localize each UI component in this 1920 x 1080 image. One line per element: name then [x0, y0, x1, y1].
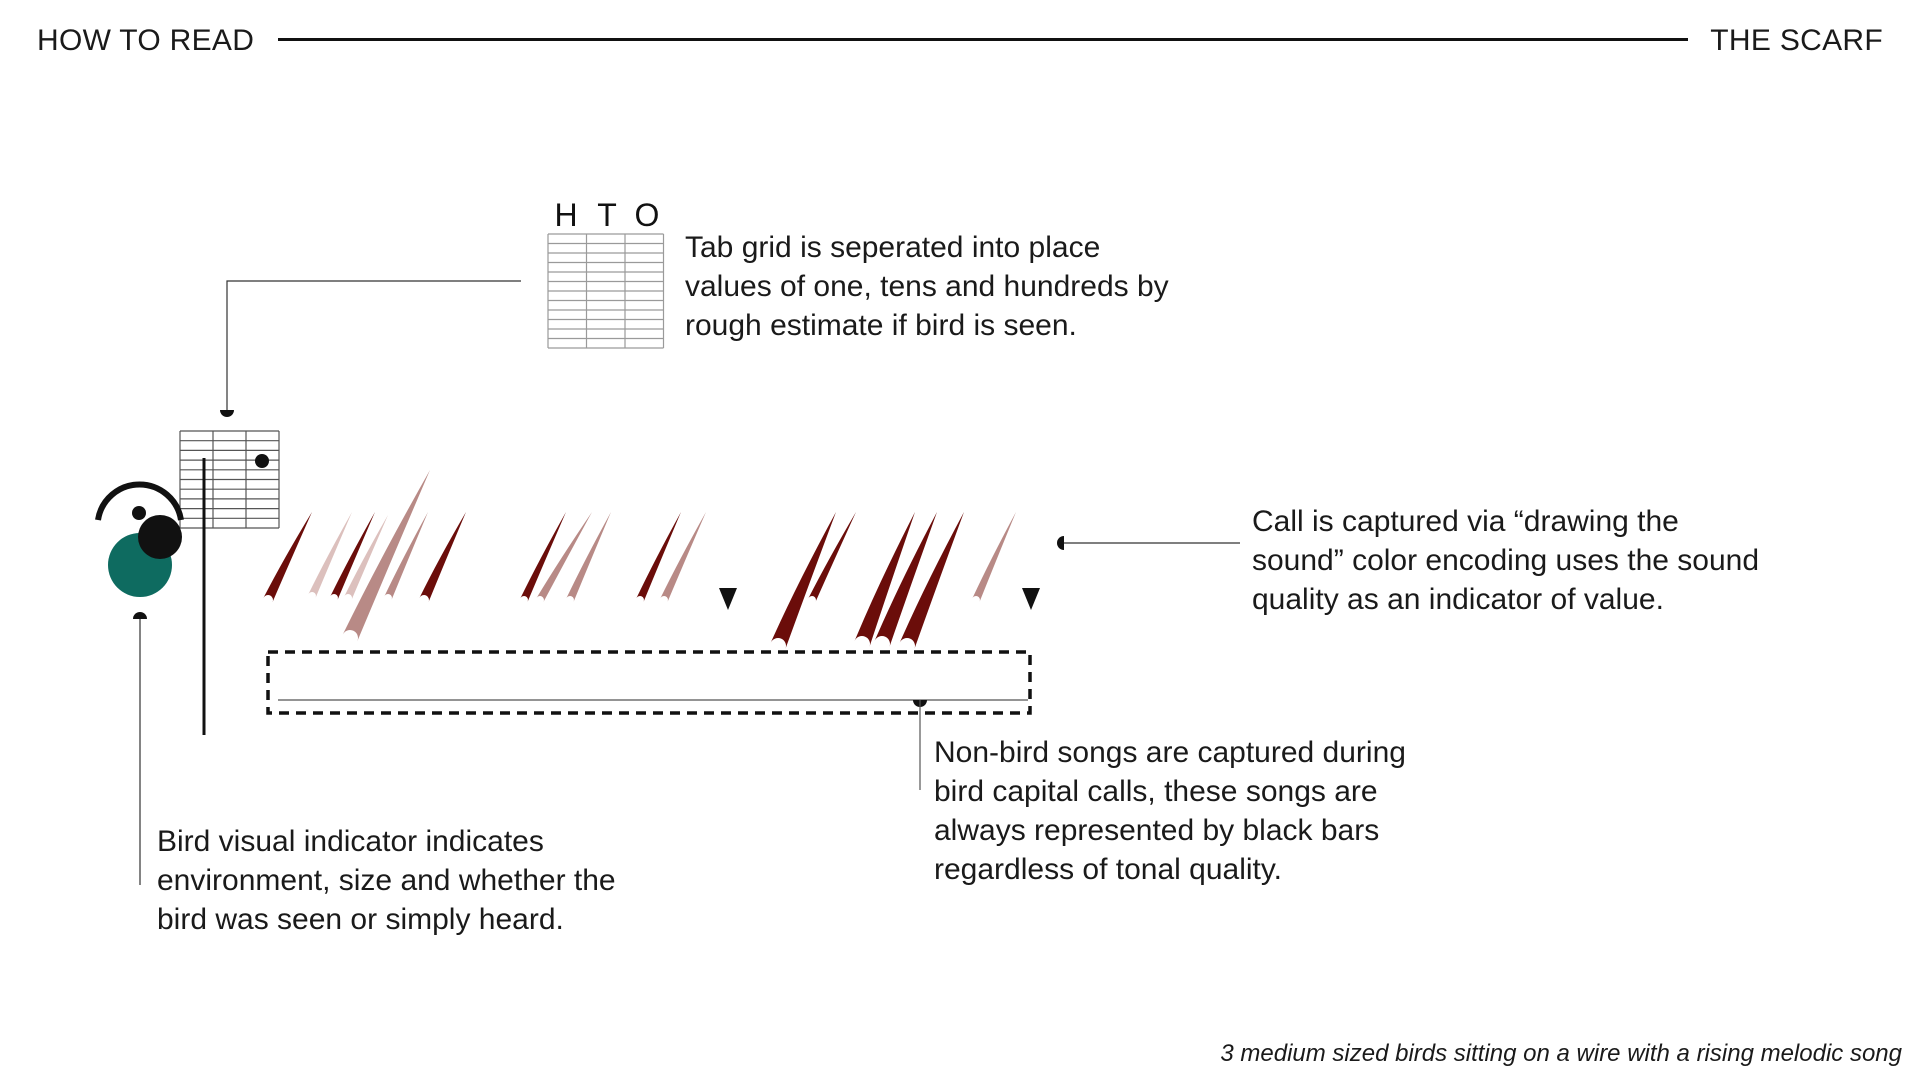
figure-caption: 3 medium sized birds sitting on a wire w…	[1220, 1040, 1902, 1067]
bird-tab-grid	[179, 430, 280, 529]
call-stroke-4	[344, 515, 388, 600]
header-rule	[278, 38, 1688, 41]
call-stroke-18	[972, 512, 1016, 602]
call-stroke-9	[536, 512, 592, 603]
call-stroke-12	[660, 512, 706, 602]
non-bird-note-line: bird capital calls, these songs are	[934, 775, 1378, 808]
grid-column-t: T	[597, 197, 617, 233]
call-stroke-14	[808, 512, 856, 602]
call-stroke-17	[899, 512, 964, 650]
call-stroke-6	[384, 512, 428, 600]
tab-grid-note-line: rough estimate if bird is seen.	[685, 309, 1077, 342]
call-stroke-5	[342, 470, 430, 642]
call-stroke-1	[263, 512, 312, 603]
tab-grid-note-line: Tab grid is seperated into place	[685, 231, 1101, 264]
pause-marker-1	[719, 588, 737, 610]
legend-tab-grid: H T O	[547, 197, 665, 349]
call-stroke-16	[874, 512, 937, 648]
call-stroke-10	[566, 512, 611, 602]
header-right-title: THE SCARF	[1710, 24, 1883, 57]
environment-arc	[95, 481, 184, 521]
call-note-line: quality as an indicator of value.	[1252, 583, 1664, 616]
bird-indicator-callout	[133, 612, 147, 885]
call-strokes	[263, 470, 1016, 650]
pause-marker-2	[1022, 588, 1040, 610]
tab-grid-callout	[220, 280, 521, 417]
grid-column-h: H	[554, 197, 577, 233]
non-bird-note-line: Non-bird songs are captured during	[934, 736, 1406, 769]
bird-head-circle	[138, 515, 182, 559]
non-bird-note-line: regardless of tonal quality.	[934, 853, 1282, 886]
call-stroke-8	[520, 512, 566, 602]
bird-indicator-note: Bird visual indicator indicates environm…	[157, 822, 717, 939]
call-stroke-11	[636, 512, 681, 602]
non-bird-note: Non-bird songs are captured during bird …	[934, 733, 1494, 889]
tab-grid-marker-dot	[255, 454, 269, 468]
grid-column-o: O	[635, 197, 660, 233]
tab-grid-note: Tab grid is seperated into place values …	[685, 228, 1265, 345]
bird-eye-dot	[132, 506, 146, 520]
call-callout	[1057, 536, 1240, 550]
call-note-line: Call is captured via “drawing the	[1252, 505, 1679, 538]
header-left-title: HOW TO READ	[37, 24, 255, 57]
call-stroke-2	[308, 512, 352, 598]
call-note: Call is captured via “drawing the sound”…	[1252, 502, 1852, 619]
bird-indicator-note-line: bird was seen or simply heard.	[157, 903, 564, 936]
call-stroke-13	[770, 512, 836, 650]
call-stroke-3	[330, 512, 375, 600]
bird-indicator-note-line: environment, size and whether the	[157, 864, 616, 897]
non-bird-note-line: always represented by black bars	[934, 814, 1380, 847]
non-bird-song-box	[266, 650, 1032, 790]
call-stroke-15	[854, 512, 915, 647]
call-note-line: sound” color encoding uses the sound	[1252, 544, 1760, 577]
tab-grid-note-line: values of one, tens and hundreds by	[685, 270, 1169, 303]
bird-visual-indicator	[95, 481, 184, 597]
bird-indicator-note-line: Bird visual indicator indicates	[157, 825, 544, 858]
call-stroke-7	[419, 512, 466, 603]
